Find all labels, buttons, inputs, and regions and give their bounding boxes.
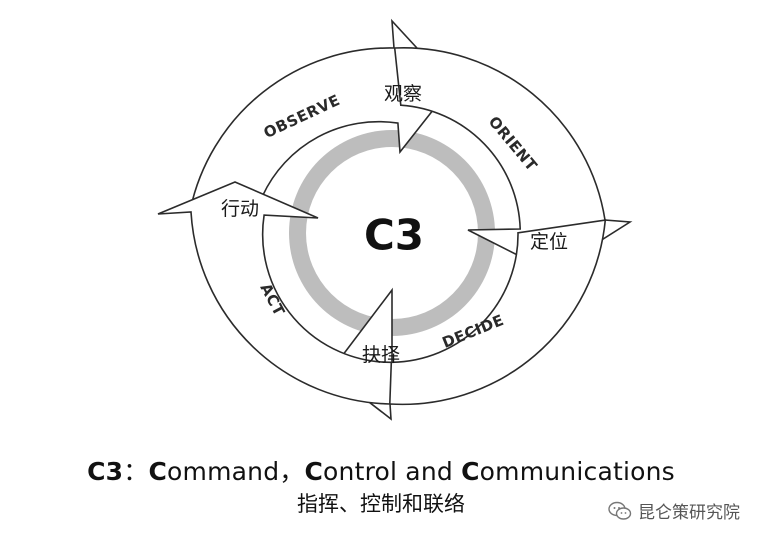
caption-english: C3：Command，Control and Communications [0,452,762,488]
caption-part: C [148,457,168,486]
caption-part: C3 [87,457,124,486]
arrow-segment-observe [189,18,454,211]
phase-cn-decide: 抉择 [362,344,400,366]
center-label: C3 [364,211,424,260]
caption-part: ontrol and [323,457,462,486]
caption-part: ommunications [479,457,675,486]
caption-chinese: 指挥、控制和联络 [297,492,465,516]
arrow-segment-orient [393,47,633,273]
caption-part: ： [123,457,149,486]
watermark: 昆仑策研究院 [608,498,740,523]
phase-cn-act: 行动 [221,198,259,220]
caption-part: C [461,457,480,486]
phase-cn-observe: 观察 [384,83,422,105]
caption-part: C [304,457,324,486]
caption-part: ommand， [167,457,305,486]
wechat-icon [608,501,632,520]
phase-cn-orient: 定位 [530,231,568,253]
inner-disc [306,147,478,319]
watermark-text: 昆仑策研究院 [638,503,740,523]
ooda-cycle-diagram: C3 OBSERVE ORIENT DECIDE ACT 观察 定位 抉择 行动 [157,18,633,421]
arrow-segment-act [157,181,393,405]
